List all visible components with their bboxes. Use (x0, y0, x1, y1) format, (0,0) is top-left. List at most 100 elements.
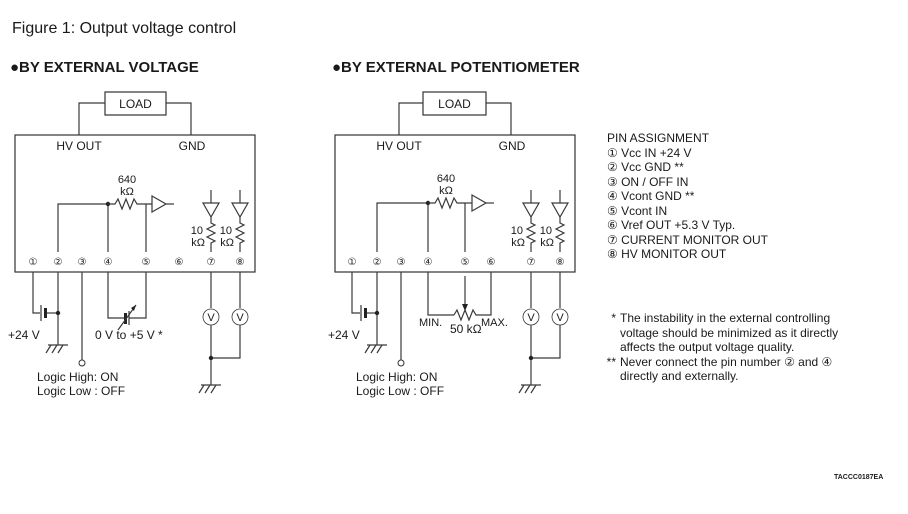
section-title-external-voltage: ●BY EXTERNAL VOLTAGE (10, 59, 199, 76)
supply-wire-pin1 (32, 272, 40, 314)
diagram-external-potentiometer: LOAD HV OUT GND 640 kΩ 10 kΩ 10 kΩ ① ② ③… (328, 91, 576, 398)
load-label: LOAD (438, 97, 471, 111)
pin-6: ⑥ (175, 257, 184, 268)
power-supply-module (334, 134, 576, 273)
figure-title: Figure 1: Output voltage control (12, 20, 237, 37)
pin-5: ⑤ (461, 257, 470, 268)
pin-assignment-list: PIN ASSIGNMENT ① Vcc IN +24 V ② Vcc GND … (607, 131, 768, 262)
voltmeter-8-symbol: V (236, 312, 244, 324)
pin-assignment-item: ⑥ Vref OUT +5.3 V Typ. (607, 218, 736, 232)
resistor-label-value: 640 (437, 173, 455, 185)
pin-assignment-item: ④ Vcont GND ** (607, 189, 695, 203)
amplifier-icon (151, 194, 168, 214)
amplifier-icon (471, 193, 488, 213)
pot-min-label: MIN. (419, 317, 442, 329)
pin-2: ② (54, 257, 63, 268)
pin2-internal-wire (376, 202, 427, 252)
pin-8: ⑧ (236, 257, 245, 268)
resistor-640k-icon (108, 197, 152, 211)
pin-5: ⑤ (142, 257, 151, 268)
pin-3: ③ (78, 257, 87, 268)
logic-high-label: Logic High: ON (37, 370, 118, 384)
res8-label-unit: kΩ (220, 237, 234, 249)
logic-low-label: Logic Low : OFF (356, 384, 444, 398)
res8-label-value: 10 (220, 225, 232, 237)
buffer7-icon (521, 202, 541, 219)
footnote-line: affects the output voltage quality. (620, 340, 795, 354)
pin-assignment-title: PIN ASSIGNMENT (607, 131, 710, 145)
resistor8-icon (554, 217, 566, 252)
junction-dot (374, 310, 380, 316)
pin-assignment-item: ⑤ Vcont IN (607, 203, 668, 218)
pin-1: ① (348, 257, 357, 268)
supply-wire-pin1 (351, 272, 360, 314)
buffer7-icon (201, 202, 221, 219)
footnote-line: directly and externally. (620, 369, 739, 383)
buffer8-icon (550, 202, 570, 219)
res7-label-unit: kΩ (511, 237, 525, 249)
ground-icon (198, 384, 221, 394)
pot-max-label: MAX. (481, 317, 508, 329)
pin-assignment-item: ② Vcc GND ** (607, 160, 684, 174)
pot-value-label: 50 kΩ (450, 322, 482, 336)
res7-label-unit: kΩ (191, 237, 205, 249)
battery-short-plate (44, 308, 47, 318)
pin-1: ① (29, 257, 38, 268)
resistor7-icon (525, 217, 537, 252)
gnd-label: GND (499, 139, 526, 153)
control-voltage-label: 0 V to +5 V * (95, 328, 163, 342)
footnotes: * The instability in the external contro… (600, 311, 838, 384)
pin-assignment-item: ⑧ HV MONITOR OUT (607, 247, 727, 261)
power-supply-module (14, 134, 256, 273)
footnote-marker: * (611, 311, 616, 325)
ground-icon (45, 344, 68, 354)
resistor8-icon (234, 217, 246, 252)
pin-7: ⑦ (207, 257, 216, 268)
document-code: TACCC0187EA (834, 474, 884, 481)
voltmeter-7-symbol: V (527, 312, 535, 324)
pin-assignment-item: ① Vcc IN +24 V (607, 145, 692, 160)
footnote-line: voltage should be minimized as it direct… (620, 325, 839, 340)
pin-2: ② (373, 257, 382, 268)
res8-label-value: 10 (540, 225, 552, 237)
footnote: * The instability in the external contro… (600, 311, 838, 355)
load-wire-hv (78, 102, 105, 135)
pin2-internal-wire (57, 203, 107, 252)
junction-dot (208, 355, 214, 361)
resistor-label-unit: kΩ (120, 186, 134, 198)
battery-short-plate (364, 308, 367, 318)
on-off-terminal (78, 359, 86, 367)
ground-icon (518, 384, 541, 394)
pin-assignment-item: ③ ON / OFF IN (607, 174, 689, 189)
diagram-external-voltage: LOAD HV OUT GND 640 kΩ 10 kΩ 10 kΩ ① ② ③… (8, 91, 256, 398)
pot-wire-min (427, 272, 454, 316)
gnd-label: GND (179, 139, 206, 153)
buffer8-icon (230, 202, 250, 219)
footnote: ** Never connect the pin number ② and ④ … (600, 355, 838, 384)
voltmeter-8-symbol: V (556, 312, 564, 324)
footnote-marker: ** (606, 354, 616, 369)
resistor-label-unit: kΩ (439, 185, 453, 197)
on-off-terminal (397, 359, 405, 367)
load-wire-gnd (486, 102, 512, 135)
supply-voltage-label: +24 V (328, 328, 360, 342)
resistor7-icon (205, 217, 217, 252)
load-wire-hv (398, 102, 423, 135)
footnote-line: Never connect the pin number ② and ④ (620, 354, 833, 369)
wiper-arrow-icon (462, 304, 468, 311)
pin-7: ⑦ (527, 257, 536, 268)
hv-out-label: HV OUT (56, 139, 102, 153)
junction-dot (528, 355, 534, 361)
control-wire-pin4 (107, 272, 124, 319)
resistor-640k-icon (428, 196, 472, 210)
pin-4: ④ (104, 257, 113, 268)
res7-label-value: 10 (191, 225, 203, 237)
resistor-label-value: 640 (118, 174, 136, 186)
pin-3: ③ (397, 257, 406, 268)
logic-high-label: Logic High: ON (356, 370, 437, 384)
pin-labels: ① ② ③ ④ ⑤ ⑥ ⑦ ⑧ (348, 257, 565, 268)
arrow-head-icon (131, 305, 136, 311)
meter8-ground-wire (211, 325, 241, 359)
pin-4: ④ (424, 257, 433, 268)
